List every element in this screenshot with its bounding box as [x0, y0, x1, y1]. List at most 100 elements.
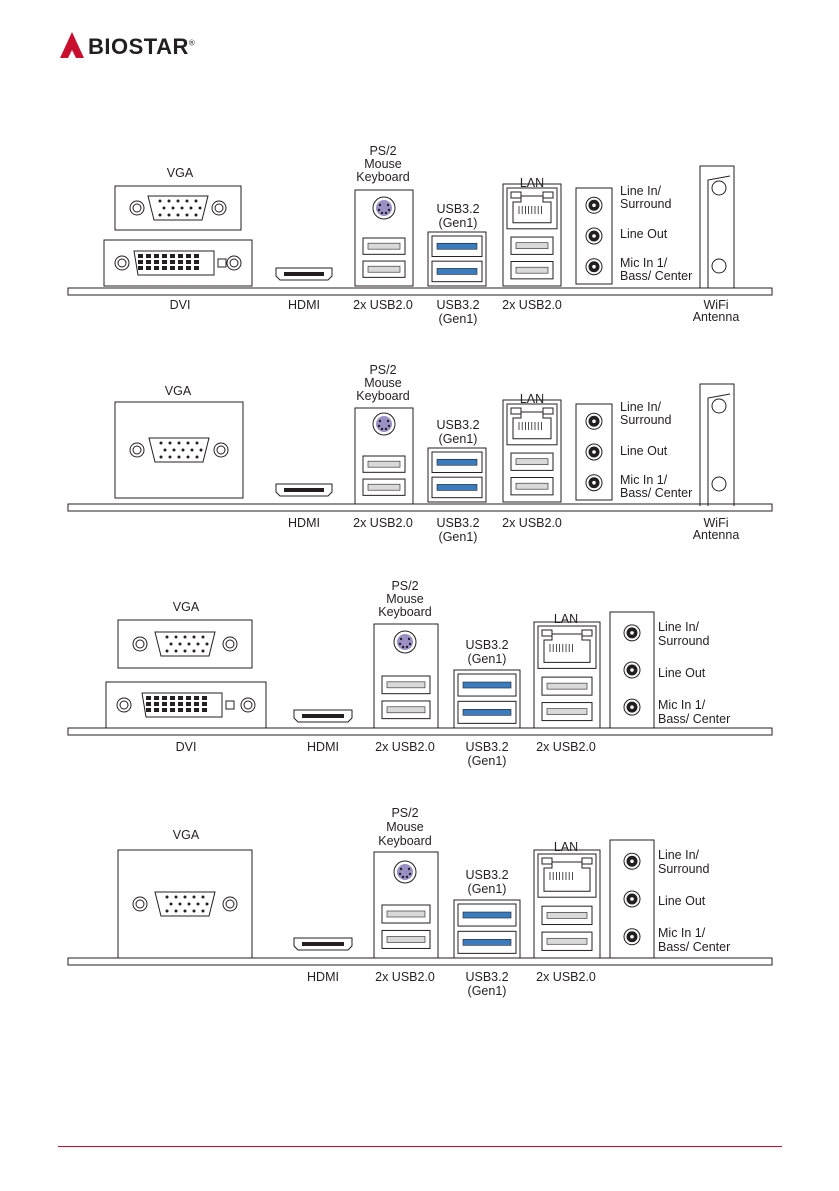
- line-in-label-line2: Surround: [620, 197, 672, 211]
- line-out-label: Line Out: [658, 666, 706, 680]
- wifi-label-line1: WiFi: [703, 298, 729, 312]
- io-shield-base: [67, 957, 773, 966]
- line-in-label-line2: Surround: [620, 413, 672, 427]
- usb2-port-a-lower: [362, 478, 406, 496]
- usb3-top-label-line1: USB3.2: [436, 418, 480, 432]
- mic-label-line2: Bass/ Center: [620, 486, 693, 500]
- line-out-label: Line Out: [658, 894, 706, 908]
- mic-label-line1: Mic In 1/: [658, 926, 706, 940]
- usb3-stack-housing: [453, 669, 521, 729]
- usb3-label-line1: USB3.2: [465, 970, 509, 984]
- audio-stack-housing: [575, 403, 613, 501]
- ps2-usb-stack-housing: [354, 407, 414, 505]
- audio-stack-housing: [609, 611, 655, 729]
- usb3-label-line2: (Gen1): [438, 530, 478, 544]
- ps2-port: [372, 196, 396, 220]
- usb3-stack-housing: [453, 899, 521, 959]
- audio-stack-housing: [609, 839, 655, 959]
- lan-label: LAN: [553, 612, 579, 626]
- usb3-label-line1: USB3.2: [465, 740, 509, 754]
- io-panel-3: VGA DVI HDMI PS/2 Mouse Keyboard 2x USB2…: [60, 576, 780, 781]
- hdmi-label: HDMI: [288, 516, 320, 530]
- usb2-label-a: 2x USB2.0: [353, 516, 413, 530]
- usb3-label-line1: USB3.2: [436, 298, 480, 312]
- wifi-label-line2: Antenna: [692, 528, 740, 542]
- usb2-port-b-lower: [541, 931, 593, 951]
- vga-label: VGA: [166, 166, 194, 180]
- usb3-port-lower: [431, 260, 483, 283]
- ps2-label-line3: Keyboard: [356, 389, 410, 403]
- mic-label-line1: Mic In 1/: [658, 698, 706, 712]
- usb2-label-a: 2x USB2.0: [353, 298, 413, 312]
- brand-text: BIOSTAR: [88, 34, 189, 59]
- hdmi-port: [293, 937, 353, 951]
- ps2-port: [393, 860, 417, 884]
- ps2-label-line1: PS/2: [369, 363, 397, 377]
- wifi-antenna-bracket: [699, 165, 735, 288]
- ps2-port: [393, 630, 417, 654]
- line-in-label-line1: Line In/: [658, 620, 700, 634]
- usb2-port-b-lower: [510, 477, 554, 496]
- hdmi-port: [275, 483, 333, 497]
- usb2-label-b: 2x USB2.0: [536, 970, 596, 984]
- hdmi-port: [275, 267, 333, 281]
- io-panel-2: VGA HDMI PS/2 Mouse Keyboard 2x USB2.0 U…: [60, 360, 780, 560]
- line-in-jack: [585, 196, 603, 214]
- line-in-label-line1: Line In/: [620, 184, 662, 198]
- usb2-port-a-upper: [381, 675, 431, 695]
- ps2-label-line2: Mouse: [386, 592, 424, 606]
- line-out-jack: [585, 227, 603, 245]
- usb2-label-b: 2x USB2.0: [502, 298, 562, 312]
- vga-port: [114, 401, 244, 499]
- ps2-label-line1: PS/2: [391, 806, 419, 820]
- usb3-port-upper: [457, 673, 517, 697]
- usb3-label-line2: (Gen1): [467, 984, 507, 998]
- lan-usb-stack-housing: [502, 183, 562, 287]
- vga-label: VGA: [172, 600, 200, 614]
- usb3-top-label-line1: USB3.2: [436, 202, 480, 216]
- mic-in-jack: [585, 258, 603, 276]
- io-panel-1: VGA DVI HDMI PS/2 Mouse Keyboard 2x USB2…: [60, 140, 780, 340]
- lan-usb-stack-housing: [533, 849, 601, 959]
- usb3-label-line1: USB3.2: [436, 516, 480, 530]
- lan-usb-stack-housing: [533, 621, 601, 729]
- line-in-label-line1: Line In/: [620, 400, 662, 414]
- usb2-port-a-lower: [362, 260, 406, 278]
- ps2-label-line3: Keyboard: [378, 834, 432, 848]
- usb3-top-label-line1: USB3.2: [465, 638, 509, 652]
- mic-label-line2: Bass/ Center: [620, 269, 693, 283]
- ps2-label-line2: Mouse: [386, 820, 424, 834]
- lan-label: LAN: [519, 392, 545, 406]
- usb3-port-lower: [431, 476, 483, 499]
- ps2-usb-stack-housing: [373, 851, 439, 959]
- hdmi-port: [293, 709, 353, 723]
- mic-label-line1: Mic In 1/: [620, 256, 668, 270]
- line-in-jack: [585, 412, 603, 430]
- hdmi-label: HDMI: [307, 740, 339, 754]
- usb3-top-label-line1: USB3.2: [465, 868, 509, 882]
- line-in-jack: [623, 852, 641, 870]
- usb2-port-b-lower: [541, 702, 593, 722]
- vga-port: [117, 619, 253, 669]
- line-out-jack: [623, 890, 641, 908]
- ps2-label-line3: Keyboard: [378, 605, 432, 619]
- mic-in-jack: [623, 928, 641, 946]
- audio-stack-housing: [575, 187, 613, 285]
- usb2-port-a-lower: [381, 700, 431, 720]
- line-in-label-line2: Surround: [658, 862, 710, 876]
- ps2-usb-stack-housing: [373, 623, 439, 729]
- lan-label: LAN: [553, 840, 579, 854]
- footer-rule: [58, 1146, 782, 1147]
- wifi-antenna-bracket: [699, 383, 735, 506]
- io-panel-2-drawing: [67, 383, 773, 512]
- wifi-label-line2: Antenna: [692, 310, 740, 324]
- usb3-port-upper: [457, 903, 517, 927]
- usb2-port-a-upper: [381, 904, 431, 924]
- line-out-label: Line Out: [620, 444, 668, 458]
- ps2-usb-stack-housing: [354, 189, 414, 287]
- line-in-label-line1: Line In/: [658, 848, 700, 862]
- usb2-port-a-upper: [362, 237, 406, 255]
- usb2-label-a: 2x USB2.0: [375, 970, 435, 984]
- ps2-port: [372, 412, 396, 436]
- usb3-port-lower: [457, 700, 517, 724]
